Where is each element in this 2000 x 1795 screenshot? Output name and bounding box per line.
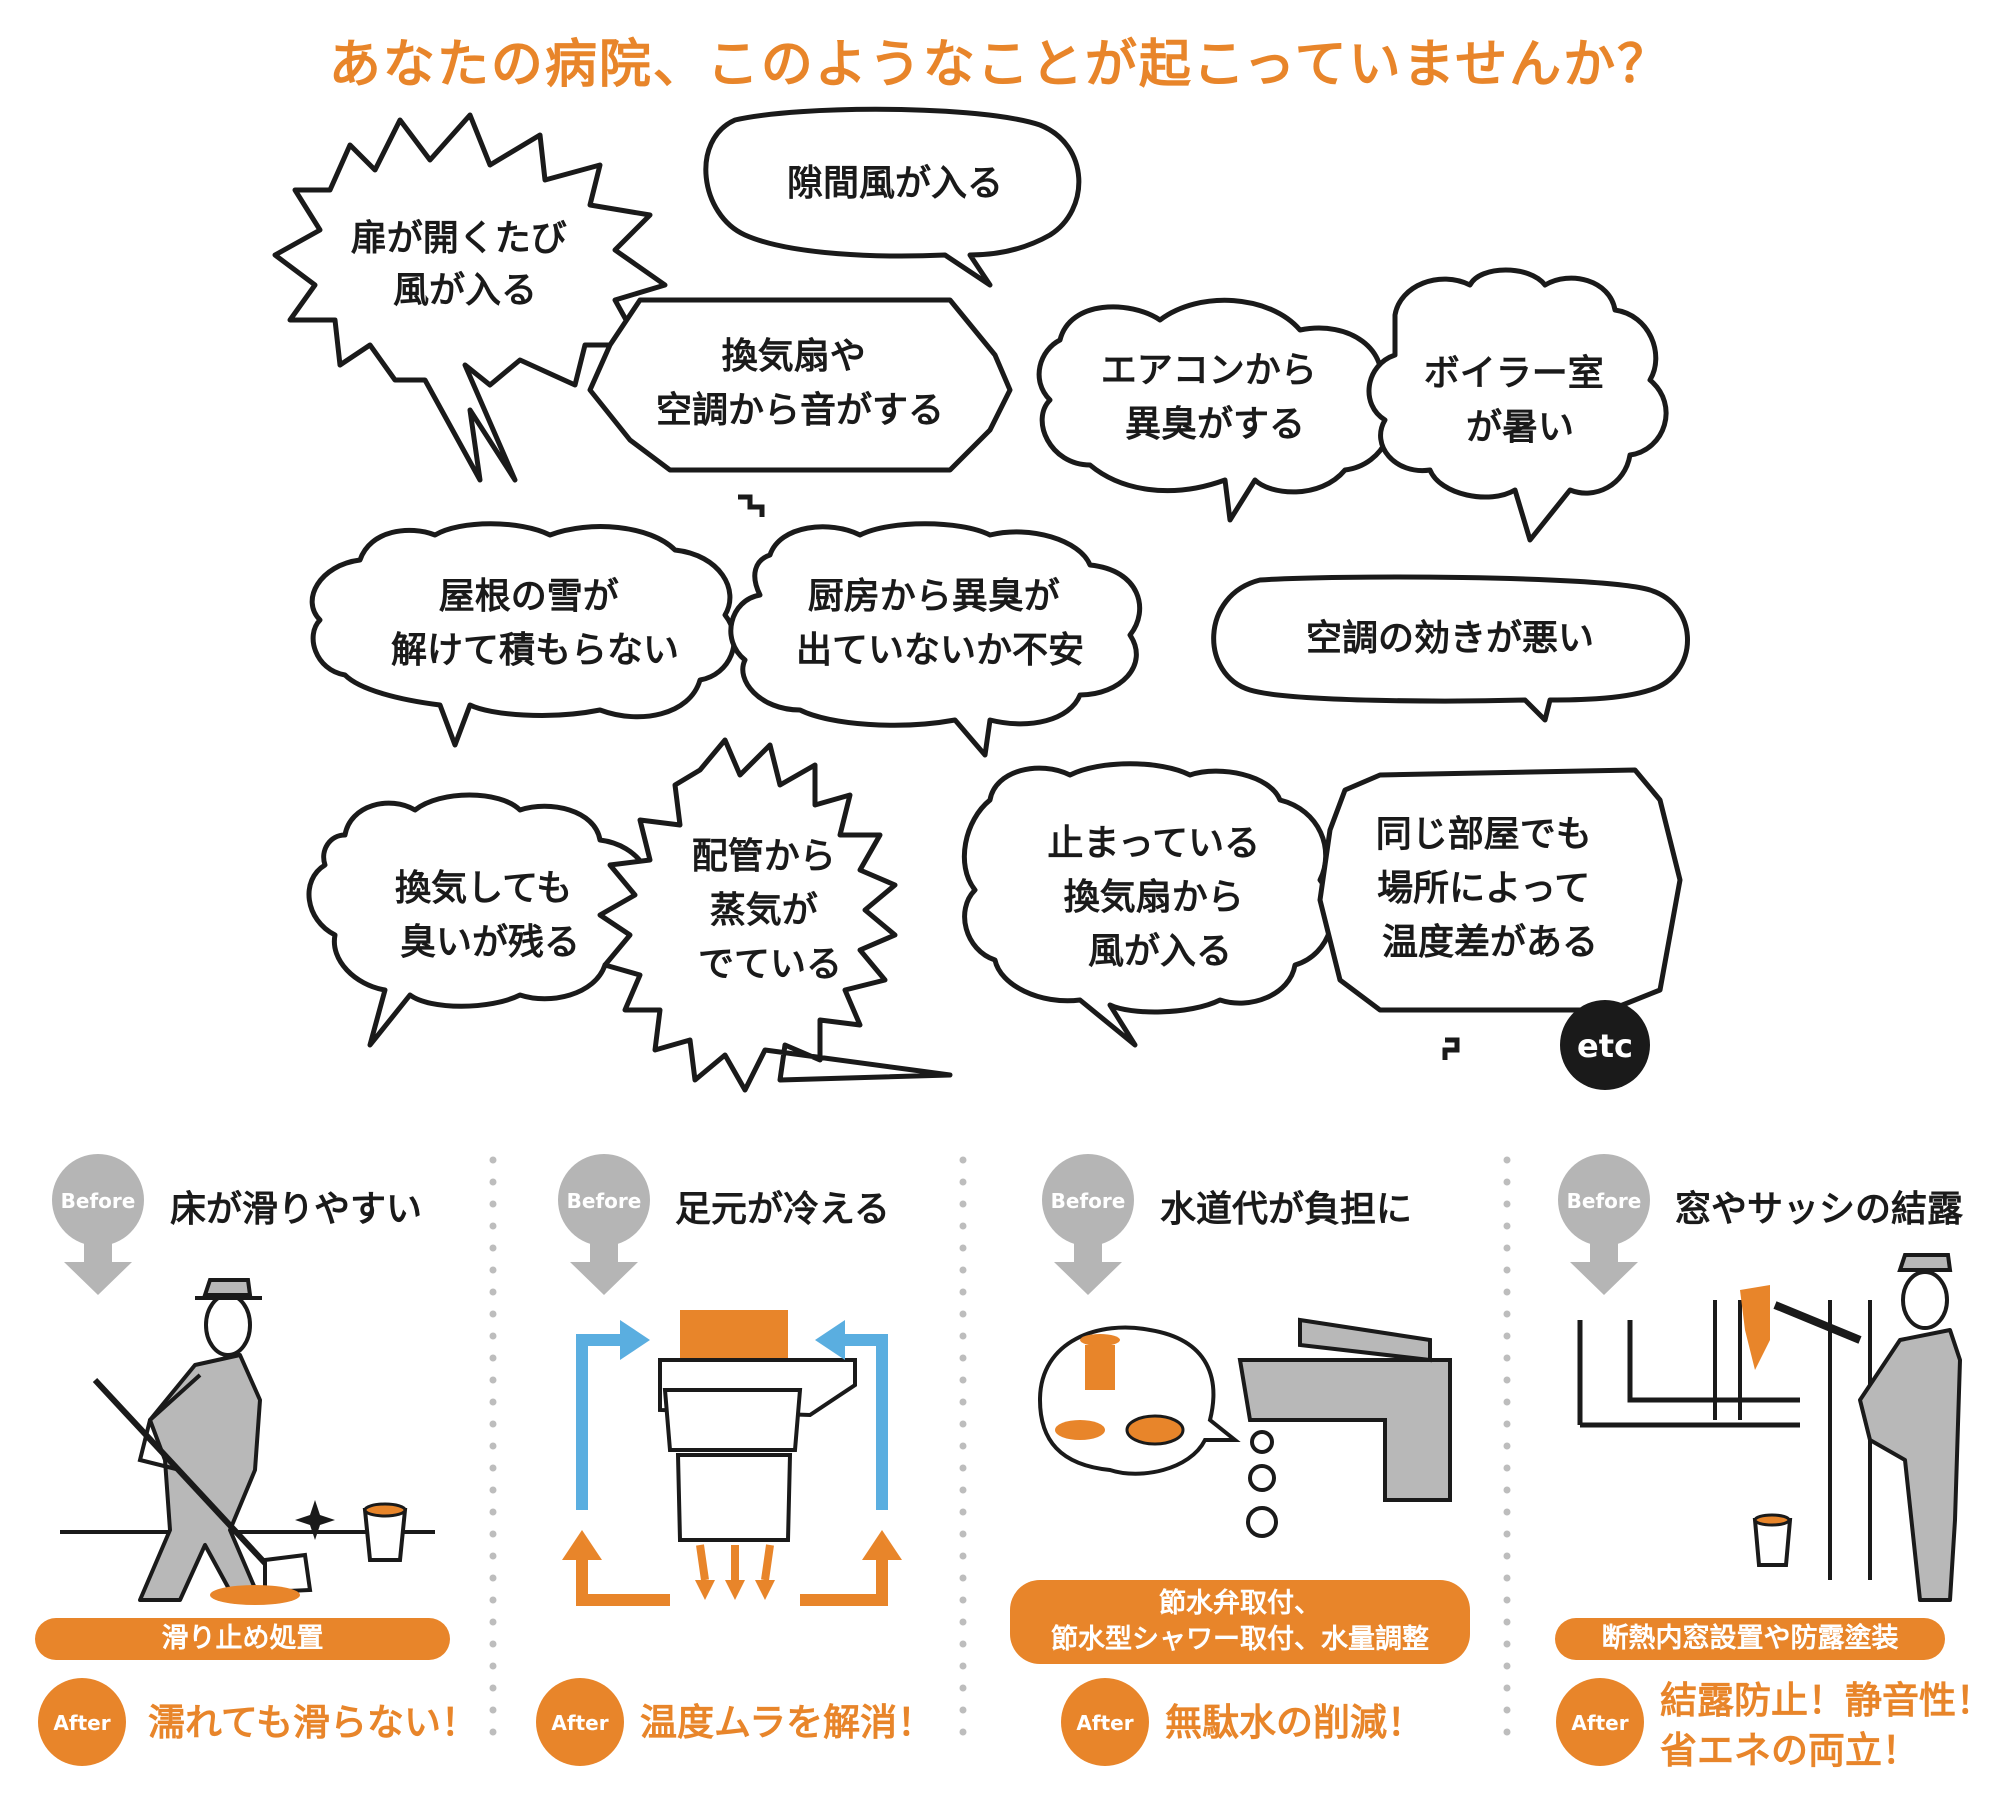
case1-problem: 床が滑りやすい [170, 1189, 423, 1230]
bubble-shape-draft [703, 106, 1082, 288]
bubble-smell-text: 換気しても 臭いが残る [395, 868, 585, 963]
bubble-shape-boiler [1366, 267, 1669, 543]
bubble-boiler-text: ボイラー室 が暑い [1424, 353, 1617, 448]
case1-solution-pill: 滑り止め処置 [35, 1618, 450, 1660]
after-label: After [1076, 1711, 1133, 1735]
after-label: After [53, 1711, 110, 1735]
bubble-shape-kitchen [728, 521, 1143, 758]
after-label: After [551, 1711, 608, 1735]
mopping-man-illustration [60, 1278, 435, 1605]
bubble-shape-aircon [1036, 297, 1394, 523]
bubble-shape-hvac [1211, 574, 1690, 723]
page-title: あなたの病院、このようなことが起こっていませんか？ [328, 35, 1672, 95]
bubble-door-text: 扉が開くたび 風が入る [351, 218, 580, 311]
faucet-illustration [1037, 1317, 1452, 1538]
case1-result: 濡れても滑らない！ [148, 1701, 479, 1744]
case3-solution-pill: 節水弁取付、 節水型シャワー取付、水量調整 [1010, 1580, 1470, 1664]
before-label: Before [567, 1189, 642, 1213]
case4-result-line1: 結露防止！静音性！ [1660, 1679, 1993, 1722]
bubble-temp-text: 同じ部屋でも 場所によって 温度差がある [1376, 814, 1605, 963]
bubble-shape-door [272, 112, 668, 483]
before-label: Before [1567, 1189, 1642, 1213]
air-circulation-illustration [562, 1310, 902, 1606]
case2-result: 温度ムラを解消！ [640, 1701, 935, 1744]
case3-result: 無駄水の削減！ [1165, 1701, 1424, 1744]
case4-result-line2: 省エネの両立！ [1660, 1729, 1919, 1772]
after-markers: After After After After [38, 1678, 1644, 1766]
before-label: Before [1051, 1189, 1126, 1213]
bubble-shape-snow [309, 521, 737, 748]
bubble-noise-text: 換気扇や 空調から音がする [656, 336, 944, 431]
case2-problem: 足元が冷える [675, 1189, 890, 1230]
bubble-shape-noise [587, 297, 1013, 473]
case3-solution-line1: 節水弁取付、 [1159, 1588, 1321, 1619]
window-painter-illustration [1577, 1253, 1962, 1602]
before-label: Before [61, 1189, 136, 1213]
bubble-shape-smell [306, 792, 655, 1048]
case4-problem: 窓やサッシの結露 [1675, 1189, 1964, 1230]
case1-solution-text: 滑り止め処置 [161, 1623, 324, 1654]
case4-solution-text: 断熱内窓設置や防露塗装 [1601, 1623, 1899, 1654]
bubble-kitchen-text: 厨房から異臭が 出ていないか不安 [796, 576, 1084, 671]
before-markers: Before Before Before Before [52, 1154, 1650, 1295]
bubble-aircon-text: エアコンから 異臭がする [1101, 350, 1330, 445]
bubble-draft-text: 隙間風が入る [787, 163, 1003, 204]
after-label: After [1571, 1711, 1628, 1735]
squiggle-mark [738, 494, 765, 517]
bubble-hvac-text: 空調の効きが悪い [1306, 618, 1594, 659]
bubble-shape-steam [597, 737, 953, 1093]
case4-solution-pill: 断熱内窓設置や防露塗装 [1555, 1618, 1945, 1660]
bubble-fan-text: 止まっている 換気扇から 風が入る [1047, 823, 1272, 972]
case3-problem: 水道代が負担に [1160, 1189, 1413, 1230]
bubble-steam-text: 配管から 蒸気が でている [692, 836, 849, 985]
bubble-shape-temp [1317, 767, 1683, 1013]
bubble-snow-text: 屋根の雪が 解けて積もらない [391, 576, 679, 671]
bubble-shape-fan [961, 761, 1335, 1048]
case3-solution-line2: 節水型シャワー取付、水量調整 [1051, 1624, 1429, 1655]
etc-label: etc [1577, 1027, 1633, 1065]
squiggle-mark [1442, 1037, 1460, 1060]
etc-badge [1560, 1000, 1650, 1090]
